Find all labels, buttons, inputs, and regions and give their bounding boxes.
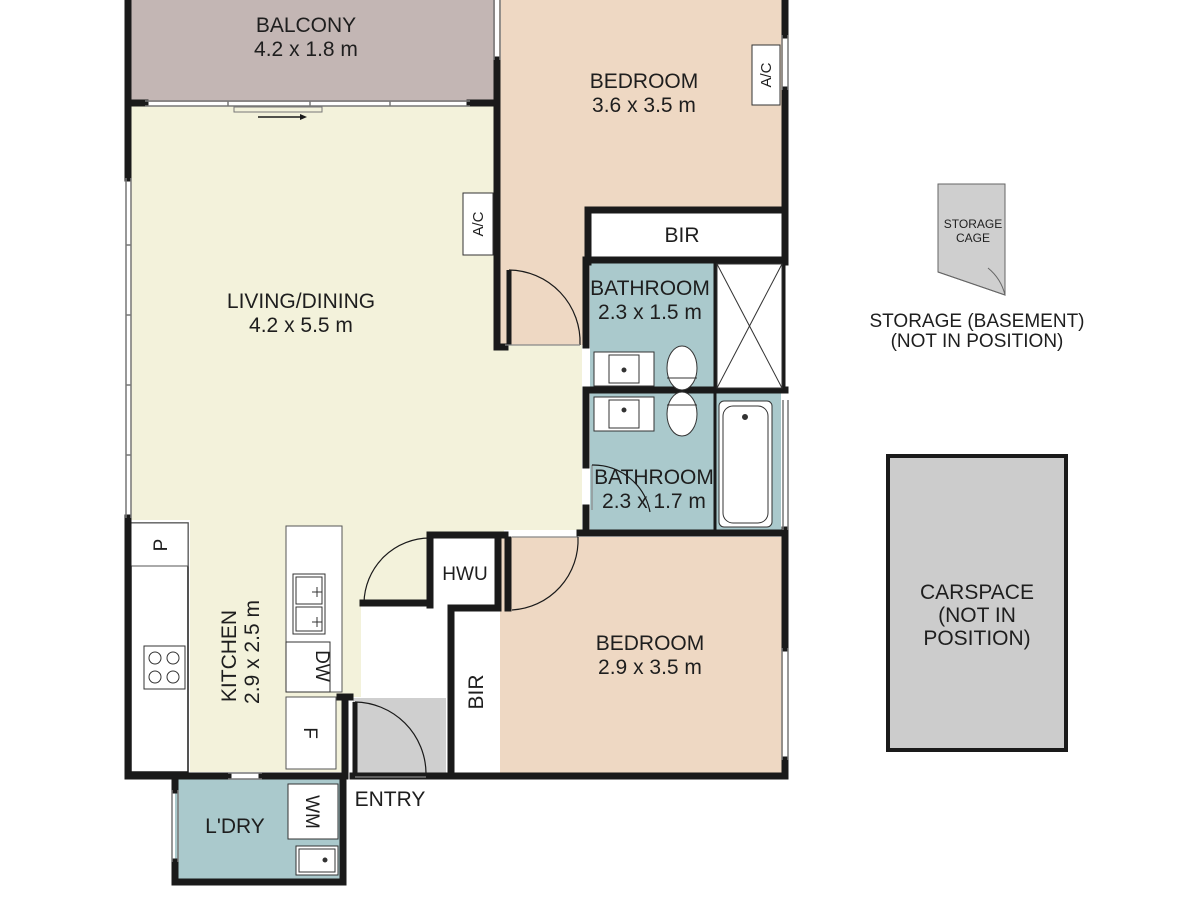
storage-cage-line-1: STORAGE xyxy=(944,217,1002,231)
fridge-cabinet xyxy=(285,696,337,770)
balcony-size: 4.2 x 1.8 m xyxy=(254,38,358,61)
cooktop xyxy=(143,645,186,690)
shower xyxy=(716,263,783,389)
laundry-label: L'DRY xyxy=(205,815,265,838)
bathroom-2-size: 2.3 x 1.7 m xyxy=(602,490,706,513)
bedroom-2-name: BEDROOM xyxy=(596,632,705,655)
walls xyxy=(124,0,789,886)
washing-machine-label: WM xyxy=(301,795,322,829)
bir-bottom-label: BIR xyxy=(465,674,488,709)
washing-machine-unit xyxy=(287,783,339,840)
hwu-area xyxy=(433,540,496,606)
carspace-line-2: (NOT IN xyxy=(938,604,1016,627)
carspace-line-1: CARSPACE xyxy=(920,581,1034,604)
kitchen-name: KITCHEN xyxy=(218,610,241,702)
ac-bedroom-label: A/C xyxy=(758,62,775,87)
ac-unit-bedroom xyxy=(751,44,781,106)
kitchen-sink xyxy=(292,573,326,635)
bir-top-area xyxy=(592,212,781,257)
storage-basement-line-2: (NOT IN POSITION) xyxy=(891,331,1064,352)
bedroom-1-name: BEDROOM xyxy=(590,70,699,93)
bedroom-1-size: 3.6 x 3.5 m xyxy=(592,94,696,117)
storage-basement-line-1: STORAGE (BASEMENT) xyxy=(869,311,1084,332)
living-dining-size: 4.2 x 5.5 m xyxy=(249,314,353,337)
bathtub xyxy=(718,400,773,528)
bathroom-1-name: BATHROOM xyxy=(590,277,710,300)
interior-partitions xyxy=(713,262,786,530)
carspace-line-3: POSITION) xyxy=(923,627,1030,650)
bathroom-2-name: BATHROOM xyxy=(594,466,714,489)
pantry-cabinet xyxy=(130,522,189,567)
laundry-tub xyxy=(295,845,339,876)
dishwasher-unit xyxy=(285,641,331,693)
bir-top-label: BIR xyxy=(664,224,699,247)
living-dining-name: LIVING/DINING xyxy=(227,290,375,313)
windows xyxy=(125,0,789,862)
entry-area xyxy=(353,698,446,773)
fixtures xyxy=(143,44,783,876)
ac-unit-living xyxy=(462,192,494,256)
storage-cage xyxy=(937,183,1006,296)
storage-cage-line-2: CAGE xyxy=(956,231,990,245)
entry-label: ENTRY xyxy=(355,788,426,811)
bedroom-2-size: 2.9 x 3.5 m xyxy=(598,656,702,679)
room-fills xyxy=(130,0,783,879)
bedroom-2-area xyxy=(500,537,783,773)
balcony-name: BALCONY xyxy=(256,14,356,37)
vanity-1 xyxy=(593,345,698,391)
carspace-block xyxy=(886,454,1068,752)
doors xyxy=(352,269,651,778)
hwu-label: HWU xyxy=(442,564,487,585)
sliding-door-arrow xyxy=(233,106,323,120)
bir-bottom-area xyxy=(453,612,498,773)
bedroom-1-corridor xyxy=(499,210,587,345)
fridge-label: F xyxy=(299,727,320,739)
dishwasher-label: DW xyxy=(311,650,332,682)
balcony-area xyxy=(131,0,495,102)
living-dining-area xyxy=(131,106,582,772)
bedroom-1-area xyxy=(499,0,783,210)
kitchen-size: 2.9 x 2.5 m xyxy=(241,600,264,704)
room-labels: BALCONY 4.2 x 1.8 m BEDROOM 3.6 x 3.5 m … xyxy=(151,14,1085,838)
vanity-2 xyxy=(593,391,698,437)
bathroom-1-size: 2.3 x 1.5 m xyxy=(598,301,702,324)
ac-living-label: A/C xyxy=(470,211,487,236)
pantry-label: P xyxy=(151,539,172,552)
